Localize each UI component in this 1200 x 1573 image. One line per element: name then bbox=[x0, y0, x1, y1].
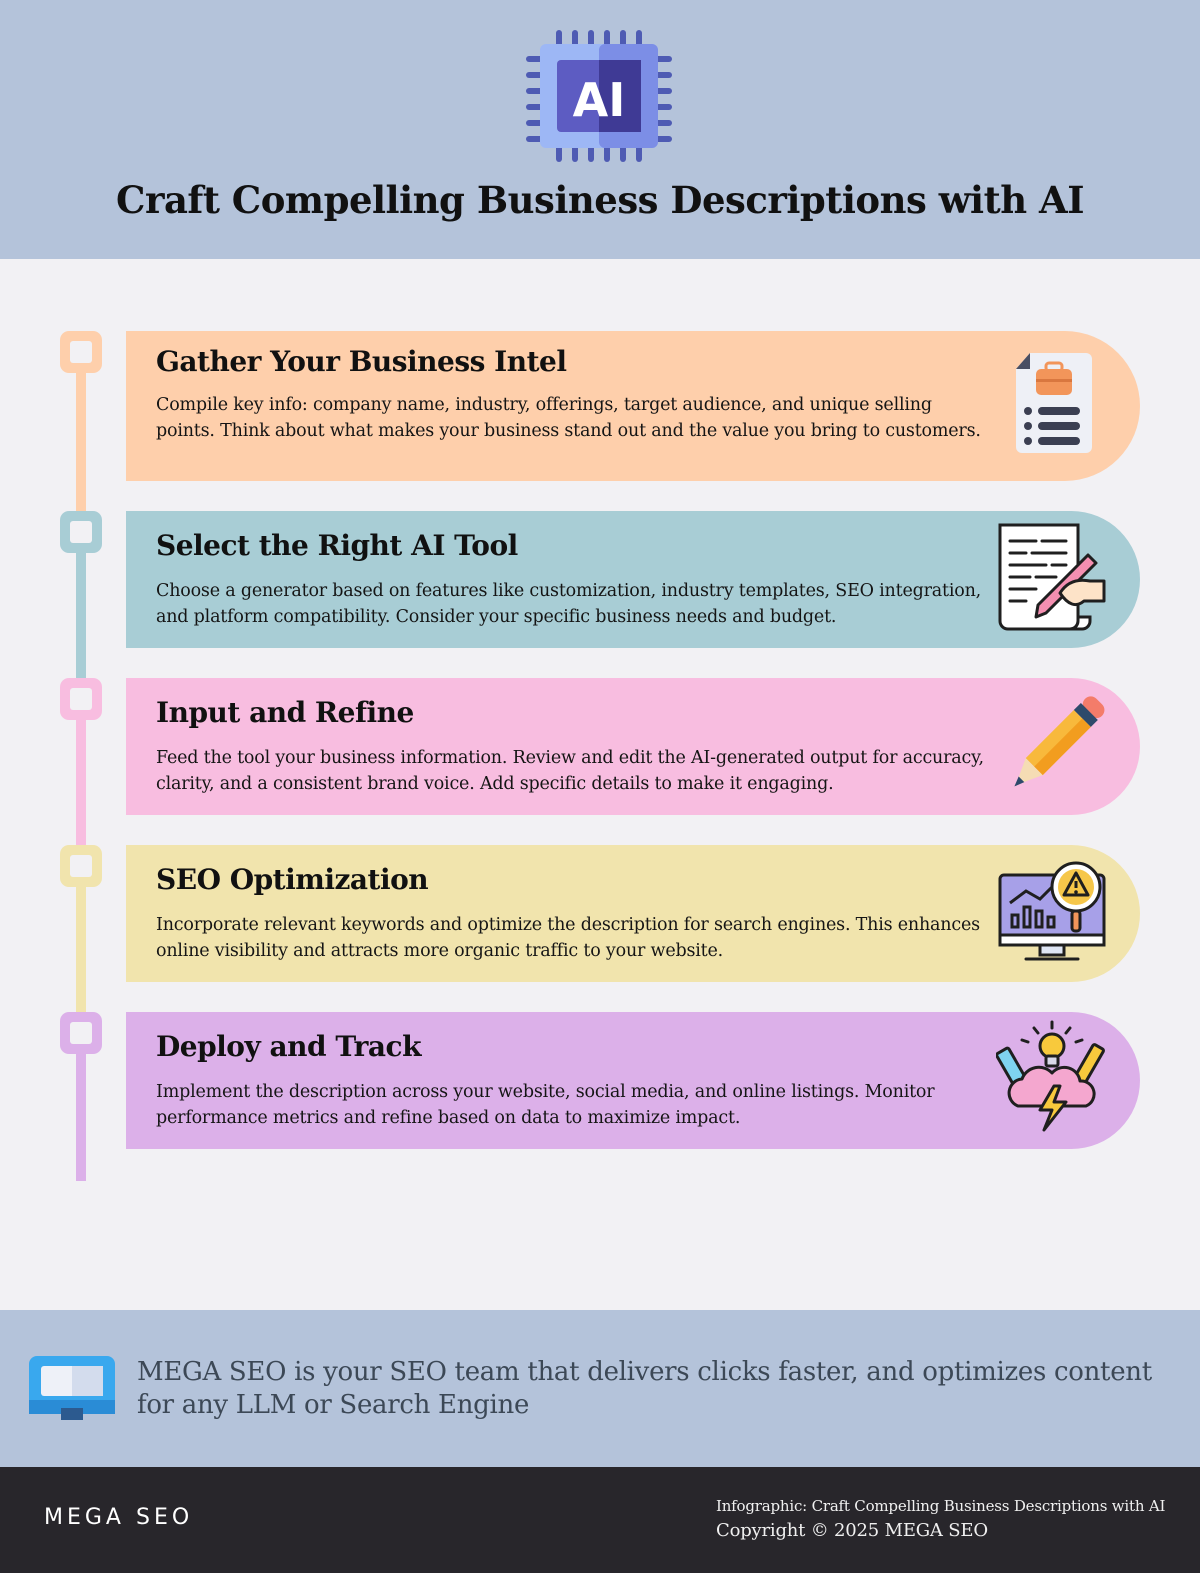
step-card-select-tool: Select the Right AI Tool Choose a genera… bbox=[126, 511, 1140, 648]
step-card-gather: Gather Your Business Intel Compile key i… bbox=[126, 331, 1140, 481]
step-body: Implement the description across your we… bbox=[156, 1082, 935, 1128]
step-card-deploy: Deploy and Track Implement the descripti… bbox=[126, 1012, 1140, 1149]
step-card-input-refine: Input and Refine Feed the tool your busi… bbox=[126, 678, 1140, 815]
step-body: Compile key info: company name, industry… bbox=[156, 395, 981, 441]
document-list-icon bbox=[1016, 353, 1092, 453]
step-title: Input and Refine bbox=[156, 696, 414, 729]
step-marker bbox=[60, 678, 102, 720]
laptop-icon bbox=[29, 1356, 115, 1420]
step-marker bbox=[60, 511, 102, 553]
step-title: Gather Your Business Intel bbox=[156, 345, 567, 378]
pencil-icon bbox=[1014, 696, 1105, 787]
step-card-seo: SEO Optimization Incorporate relevant ke… bbox=[126, 845, 1140, 982]
brand-logo[interactable]: MEGA SEO bbox=[44, 1505, 194, 1530]
copyright-line: Copyright © 2025 MEGA SEO bbox=[716, 1520, 988, 1541]
page-title: Craft Compelling Business Descriptions w… bbox=[116, 178, 1085, 222]
step-body: Choose a generator based on features lik… bbox=[156, 581, 982, 627]
step-marker bbox=[60, 1012, 102, 1054]
step-title: Deploy and Track bbox=[156, 1030, 421, 1063]
step-title: SEO Optimization bbox=[156, 863, 429, 896]
monitor-analytics-icon bbox=[998, 861, 1106, 961]
step-title: Select the Right AI Tool bbox=[156, 529, 518, 562]
chip-label: AI bbox=[573, 73, 626, 127]
step-marker bbox=[60, 331, 102, 373]
promo-banner bbox=[0, 1310, 1200, 1467]
step-body: Incorporate relevant keywords and optimi… bbox=[156, 915, 980, 961]
timeline-line bbox=[76, 355, 86, 1181]
brainstorm-icon bbox=[996, 1020, 1105, 1132]
ai-chip-icon: AI bbox=[526, 30, 672, 162]
promo-text: MEGA SEO is your SEO team that delivers … bbox=[137, 1357, 1152, 1420]
step-body: Feed the tool your business information.… bbox=[156, 748, 984, 794]
footer bbox=[0, 1467, 1200, 1573]
document-signing-icon bbox=[998, 523, 1106, 631]
step-marker bbox=[60, 845, 102, 887]
credit-line: Infographic: Craft Compelling Business D… bbox=[716, 1497, 1166, 1515]
